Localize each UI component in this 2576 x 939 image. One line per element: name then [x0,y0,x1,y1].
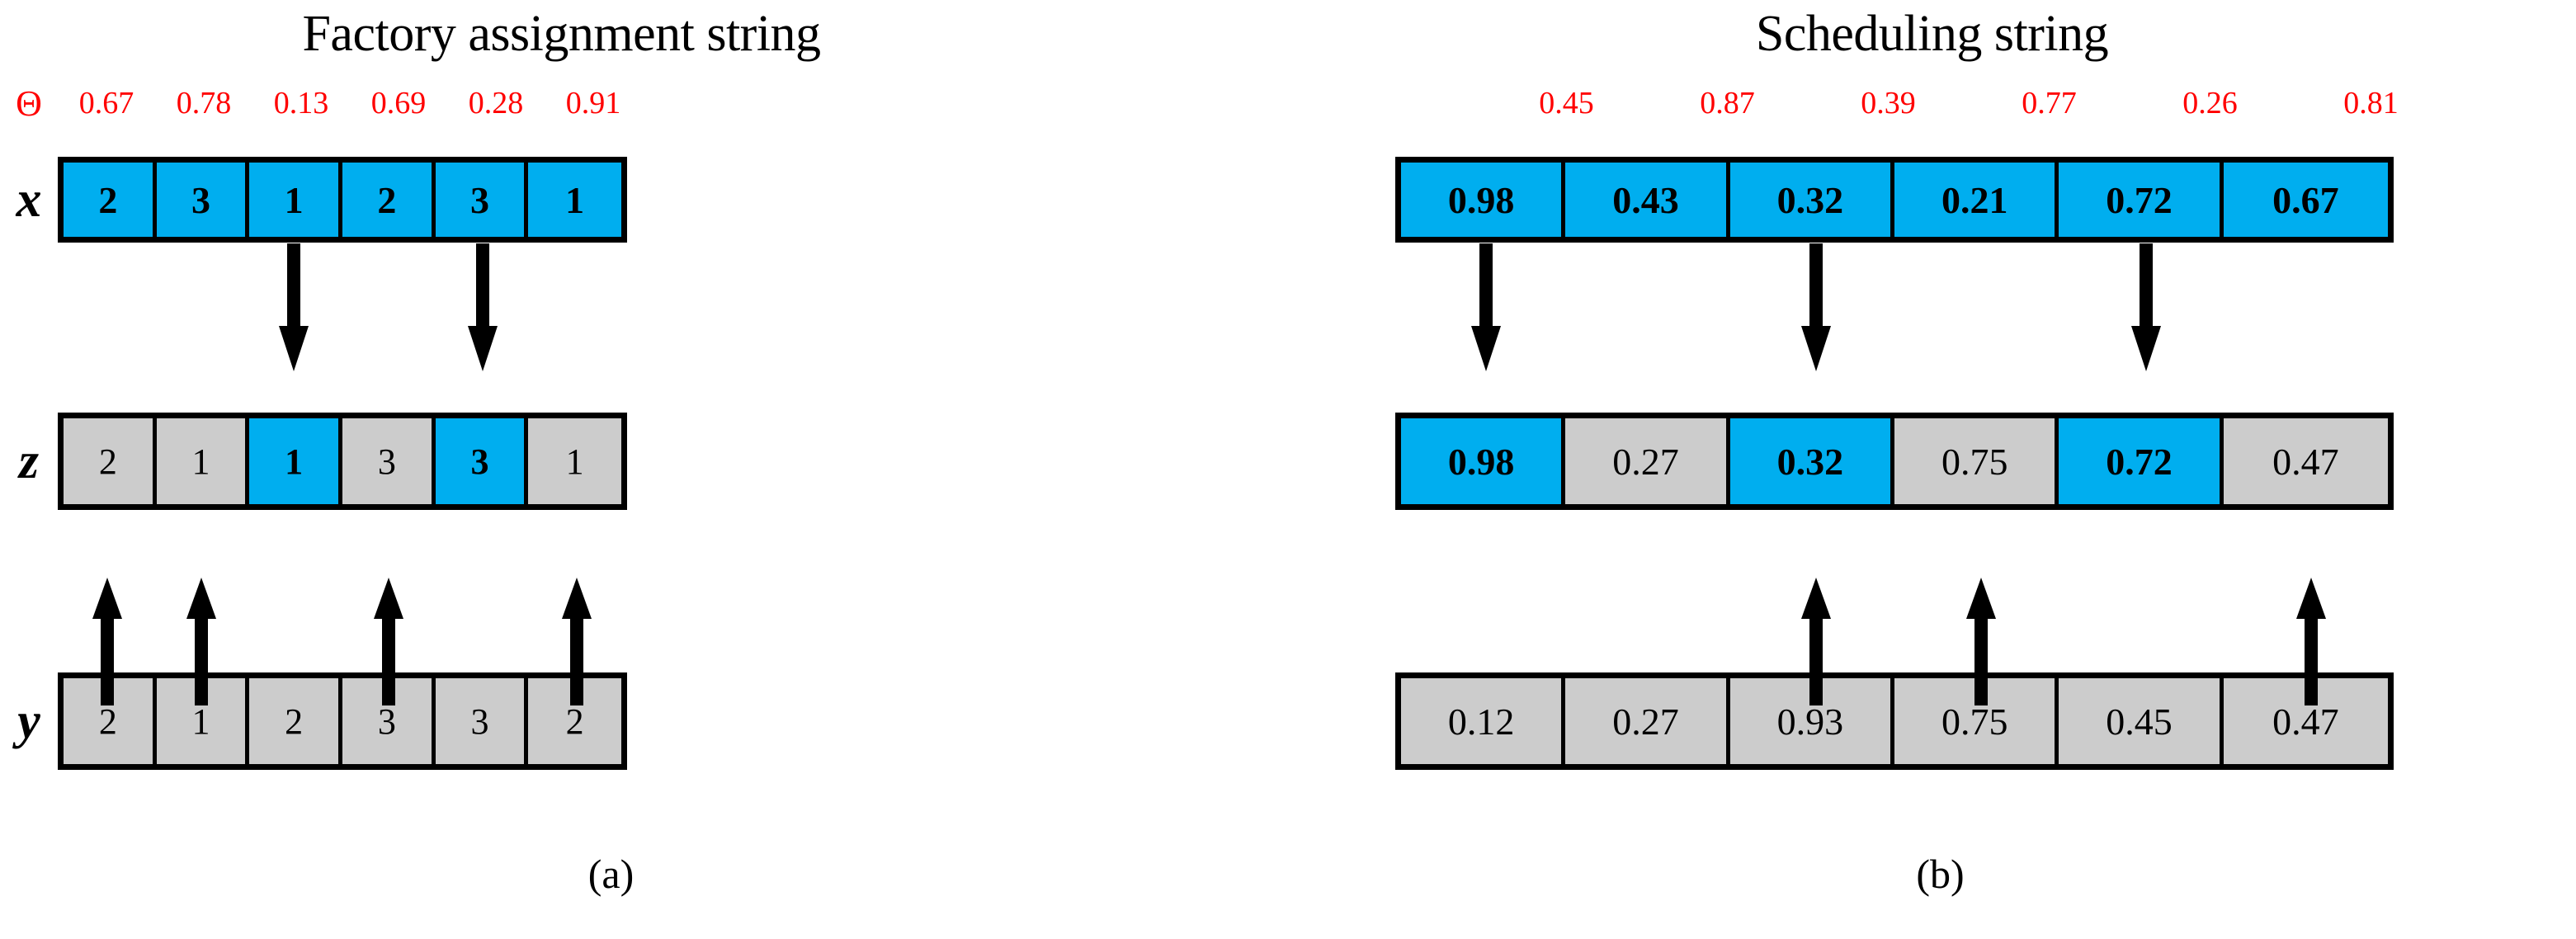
cell: 1 [528,163,621,237]
cell: 0.98 [1401,418,1566,504]
theta-values: 0.67 0.78 0.13 0.69 0.28 0.91 [58,85,642,121]
cell: 2 [64,678,157,764]
cell: 0.98 [1401,163,1566,237]
row-label-y: y [17,692,40,749]
string-strip-x: 2 3 1 2 3 1 [58,157,627,243]
cell: 0.47 [2223,678,2389,764]
theta-value: 0.28 [468,86,524,120]
theta-value: 0.26 [2182,86,2238,120]
cell: 0.67 [2223,163,2389,237]
down-arrow-icon [1801,243,1831,371]
cell: 0.12 [1401,678,1566,764]
cell: 0.45 [2059,678,2224,764]
cell: 3 [435,678,529,764]
theta-value: 0.13 [273,86,329,120]
cell: 1 [156,418,250,504]
theta-value: 0.91 [565,86,621,120]
theta-value: 0.81 [2343,86,2399,120]
cell: 0.75 [1894,678,2059,764]
row-x: x 2 3 1 2 3 1 [0,157,627,243]
panel-title: Factory assignment string [302,6,821,62]
cell: 3 [435,418,529,504]
cell: 0.27 [1565,418,1730,504]
row-x: 0.98 0.43 0.32 0.21 0.72 0.67 [1395,157,2394,243]
cell: 0.43 [1565,163,1730,237]
panel-title: Scheduling string [1755,6,2109,62]
down-arrow-icon [468,243,498,371]
theta-value: 0.77 [2022,86,2077,120]
row-y: y 2 1 2 3 3 2 [0,672,627,770]
cell: 3 [342,678,436,764]
panel-factory-assignment: Factory assignment string Θ 0.67 0.78 0.… [0,6,821,897]
cell: 0.32 [1729,163,1895,237]
cell: 3 [156,163,250,237]
row-label-z: z [18,432,40,489]
cell: 0.75 [1894,418,2059,504]
cell: 1 [249,163,343,237]
panel-caption: (b) [1916,851,1965,897]
down-arrow-icon [279,243,309,371]
theta-value: 0.78 [176,86,232,120]
row-z: 0.98 0.27 0.32 0.75 0.72 0.47 [1395,413,2394,510]
cell: 2 [64,418,157,504]
cell: 0.93 [1729,678,1895,764]
cell: 1 [249,418,343,504]
cell: 0.32 [1729,418,1895,504]
string-strip-y: 0.12 0.27 0.93 0.75 0.45 0.47 [1395,672,2394,770]
panel-scheduling: Scheduling string 0.45 0.87 0.39 0.77 0.… [1288,0,2576,939]
string-strip-y: 2 1 2 3 3 2 [58,672,627,770]
panel-caption: (a) [587,851,635,897]
cell: 2 [249,678,343,764]
theta-row: Θ 0.67 0.78 0.13 0.69 0.28 0.91 [0,78,642,128]
down-arrow-icon [2131,243,2161,371]
string-strip-z: 0.98 0.27 0.32 0.75 0.72 0.47 [1395,413,2394,510]
string-strip-z: 2 1 1 3 3 1 [58,413,627,510]
theta-value: 0.87 [1700,86,1755,120]
cell: 2 [342,163,436,237]
row-y: 0.12 0.27 0.93 0.75 0.45 0.47 [1395,672,2394,770]
cell: 3 [342,418,436,504]
theta-values: 0.45 0.87 0.39 0.77 0.26 0.81 [1486,85,2451,121]
theta-value: 0.69 [370,86,427,120]
cell: 2 [528,678,621,764]
cell: 0.21 [1894,163,2059,237]
theta-symbol-icon: Θ [16,83,42,124]
cell: 0.27 [1565,678,1730,764]
theta-value: 0.39 [1861,86,1916,120]
down-arrow-icon [1471,243,1501,371]
cell: 1 [156,678,250,764]
cell: 2 [64,163,157,237]
cell: 3 [435,163,529,237]
theta-row: 0.45 0.87 0.39 0.77 0.26 0.81 [1486,78,2451,128]
string-strip-x: 0.98 0.43 0.32 0.21 0.72 0.67 [1395,157,2394,243]
theta-value: 0.67 [78,86,134,120]
cell: 0.47 [2223,418,2389,504]
theta-value: 0.45 [1539,86,1594,120]
row-label-x: x [16,171,42,228]
cell: 0.72 [2059,163,2224,237]
cell: 1 [528,418,621,504]
cell: 0.72 [2059,418,2224,504]
row-z: z 2 1 1 3 3 1 [0,413,627,510]
